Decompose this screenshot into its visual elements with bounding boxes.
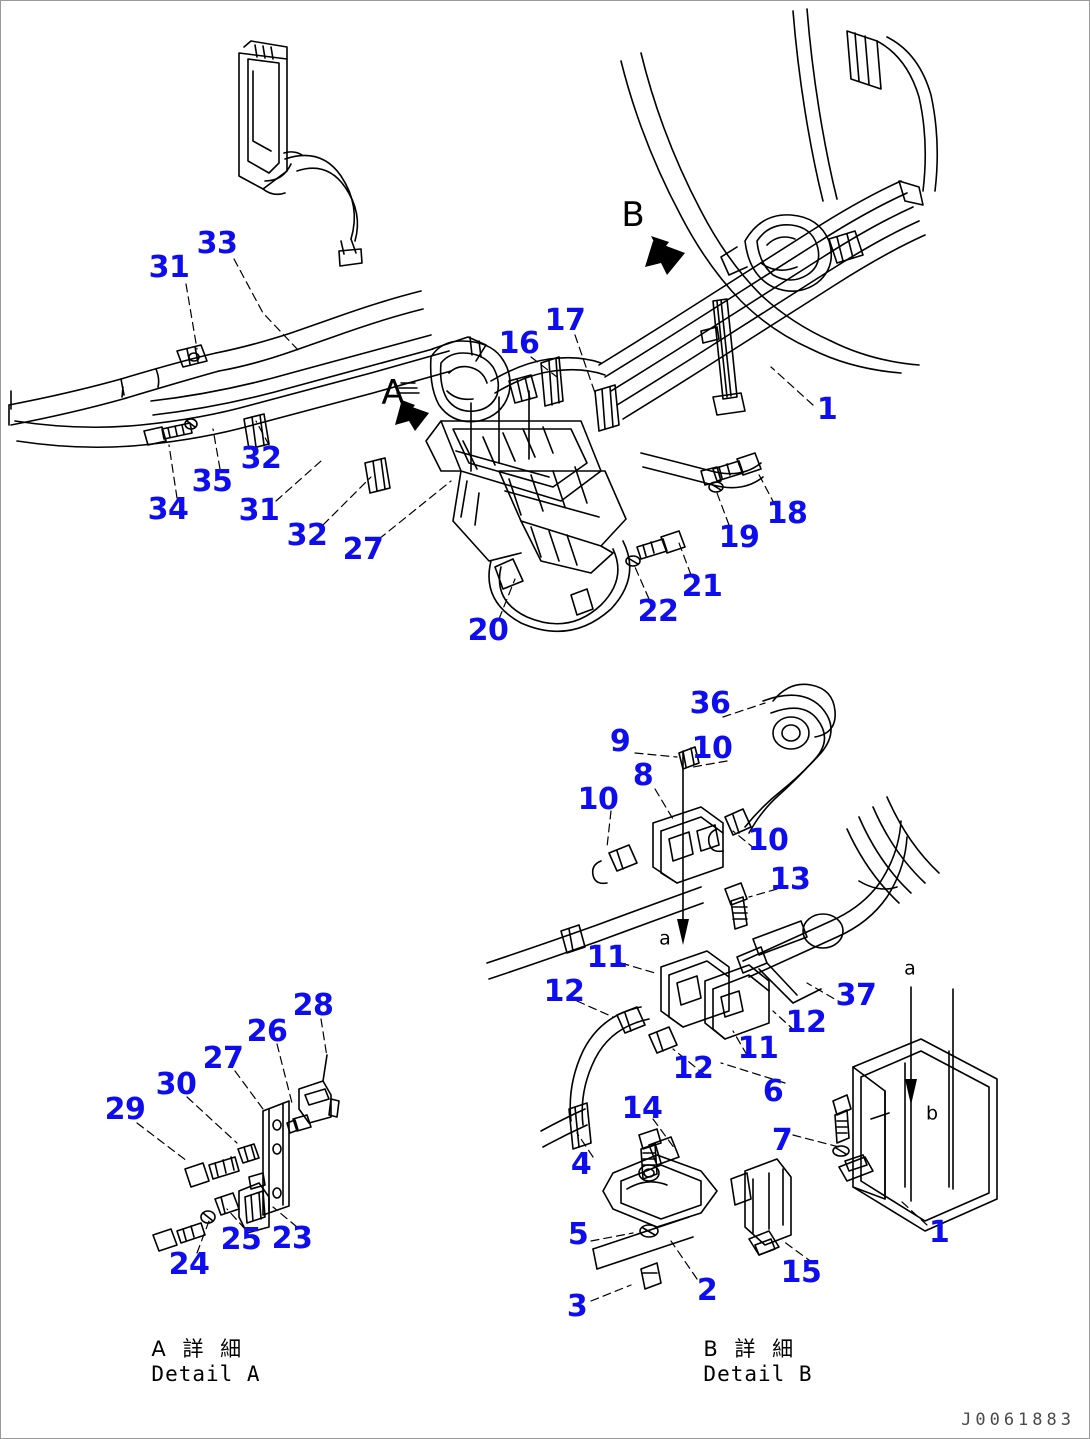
caption-detail-a: A 詳 細 Detail A [151,1337,260,1387]
callout-23: 23 [271,1221,313,1256]
callout-31: 31 [148,250,190,285]
caption-detail-b-en: Detail B [703,1362,813,1386]
callout-10b: 10 [577,782,619,817]
callout-2: 2 [696,1273,718,1308]
callout-32: 32 [240,441,282,476]
upper-left-hose [283,151,363,267]
washer-22 [625,555,641,567]
washer-19 [708,481,724,493]
section-marker-b: B [621,195,645,235]
callout-31b: 31 [238,493,280,528]
clamp-31-left [176,344,208,368]
callout-4: 4 [570,1147,592,1182]
drawing-number: J0061883 [961,1410,1075,1430]
callout-11a: 11 [586,940,628,975]
callout-9: 9 [609,724,631,759]
callout-1b: 1 [928,1215,950,1250]
bracket-16-17 [540,356,620,432]
callout-11b: 11 [737,1031,779,1066]
callout-12a: 12 [543,974,585,1009]
callout-10c: 10 [747,823,789,858]
callout-25: 25 [220,1222,262,1257]
bottom-hose-loop-20 [488,540,631,633]
central-valve-block [425,336,627,574]
callout-20: 20 [467,613,509,648]
caption-detail-a-jp: A 詳 細 [151,1337,247,1361]
caption-detail-a-en: Detail A [151,1362,261,1386]
callout-13: 13 [769,862,811,897]
section-marker-a: A [381,373,405,413]
callout-1: 1 [816,392,838,427]
callout-32b: 32 [286,518,328,553]
caption-detail-b-jp: B 詳 細 [703,1337,799,1361]
callout-28: 28 [292,988,334,1023]
callout-36: 36 [689,686,731,721]
callout-7: 7 [771,1123,793,1158]
callout-3: 3 [566,1289,588,1324]
upper-right-tube-bundle [598,52,926,420]
callout-29: 29 [104,1092,146,1127]
clamp-32b [364,457,391,494]
callout-12c: 12 [672,1051,714,1086]
caption-detail-b: B 詳 細 Detail B [703,1337,812,1387]
callout-27: 27 [342,532,384,567]
letter-marker-a-bracket: a [904,957,916,980]
callout-8: 8 [632,758,654,793]
callout-35: 35 [191,464,233,499]
washer-35 [184,418,198,430]
callout-17: 17 [544,303,586,338]
bolt-34 [143,422,193,446]
callout-30: 30 [155,1067,197,1102]
callout-22: 22 [637,594,679,629]
callout-37: 37 [835,978,877,1013]
upper-left-valve-assembly [238,40,292,196]
callout-27a: 27 [202,1041,244,1076]
bolt-21 [636,530,686,560]
letter-marker-b-bracket: b [925,1102,939,1125]
callout-33: 33 [196,226,238,261]
callout-6: 6 [762,1074,784,1109]
leader-lines-main [168,258,814,620]
right-vertical-tubes [792,8,939,202]
callout-18: 18 [766,496,808,531]
callout-21: 21 [681,569,723,604]
callout-14: 14 [621,1091,663,1126]
callout-26: 26 [246,1014,288,1049]
upper-right-valve [720,214,864,292]
main-upper-tube [8,290,424,426]
hose-loop-19 [640,452,764,489]
callout-12b: 12 [785,1005,827,1040]
callout-19: 19 [718,520,760,555]
right-bracket-1 [700,298,746,416]
callout-15: 15 [780,1255,822,1290]
callout-10a: 10 [691,731,733,766]
callout-16: 16 [498,326,540,361]
callout-24: 24 [168,1247,210,1282]
callout-5: 5 [567,1217,589,1252]
bolt-18 [712,452,762,482]
callout-34: 34 [147,492,189,527]
section-arrow-b [645,236,685,275]
letter-marker-a-left: a [659,927,671,950]
